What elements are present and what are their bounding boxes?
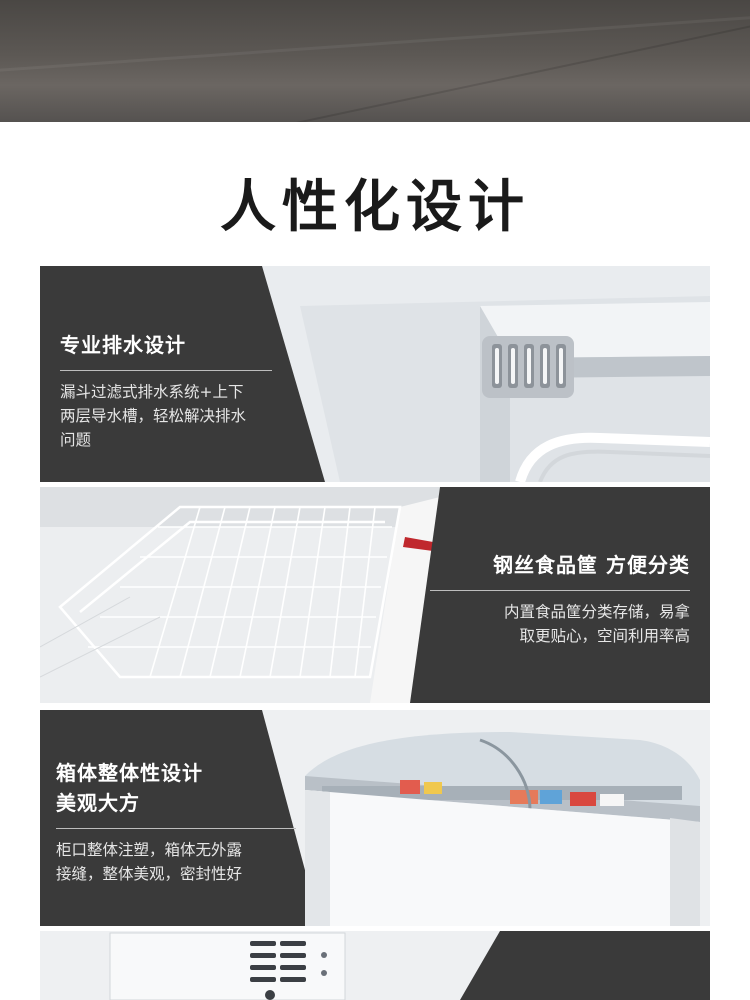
description-line: 问题 xyxy=(60,431,92,449)
description-line: 两层导水槽，轻松解决排水 xyxy=(60,407,247,425)
title-line: 箱体整体性设计 xyxy=(56,761,203,785)
feature-description: 内置食品筐分类存储，易拿 取更贴心，空间利用率高 xyxy=(430,600,690,648)
drain-photo xyxy=(262,266,710,482)
stone-texture-streak xyxy=(127,12,750,122)
feature-text: 钢丝食品筐 方便分类 内置食品筐分类存储，易拿 取更贴心，空间利用率高 xyxy=(430,551,690,648)
feature-title: 钢丝食品筐 方便分类 xyxy=(493,553,690,577)
feature-description: 柜口整体注塑，箱体无外露 接缝，整体美观，密封性好 xyxy=(56,838,296,886)
feature-panel-cabinet: 箱体整体性设计 美观大方 柜口整体注塑，箱体无外露 接缝，整体美观，密封性好 xyxy=(40,710,710,926)
feature-text: 箱体整体性设计 美观大方 柜口整体注塑，箱体无外露 接缝，整体美观，密封性好 xyxy=(56,758,296,886)
feature-title: 专业排水设计 xyxy=(60,333,186,357)
feature-panel-basket: 钢丝食品筐 方便分类 内置食品筐分类存储，易拿 取更贴心，空间利用率高 xyxy=(40,487,710,703)
description-line: 漏斗过滤式排水系统+上下 xyxy=(60,383,244,401)
control-panel-photo xyxy=(40,931,500,1000)
countertop-banner-image xyxy=(0,0,750,122)
basket-photo xyxy=(40,487,710,703)
title-divider xyxy=(60,370,272,371)
description-line: 接缝，整体美观，密封性好 xyxy=(56,865,243,883)
title-divider xyxy=(56,828,296,829)
feature-text: 专业排水设计 漏斗过滤式排水系统+上下 两层导水槽，轻松解决排水 问题 xyxy=(60,331,272,452)
freezer-photo xyxy=(262,710,710,926)
feature-panel-drainage: 专业排水设计 漏斗过滤式排水系统+上下 两层导水槽，轻松解决排水 问题 xyxy=(40,266,710,482)
stone-texture-streak xyxy=(0,8,750,75)
feature-description: 漏斗过滤式排水系统+上下 两层导水槽，轻松解决排水 问题 xyxy=(60,380,272,452)
description-line: 取更贴心，空间利用率高 xyxy=(519,627,690,645)
title-line: 美观大方 xyxy=(56,791,140,815)
description-line: 柜口整体注塑，箱体无外露 xyxy=(56,841,243,859)
feature-panel-partial xyxy=(40,931,710,1000)
description-line: 内置食品筐分类存储，易拿 xyxy=(503,603,690,621)
section-title: 人性化设计 xyxy=(220,175,530,240)
feature-title: 箱体整体性设计 美观大方 xyxy=(56,758,296,818)
title-divider xyxy=(430,590,690,591)
